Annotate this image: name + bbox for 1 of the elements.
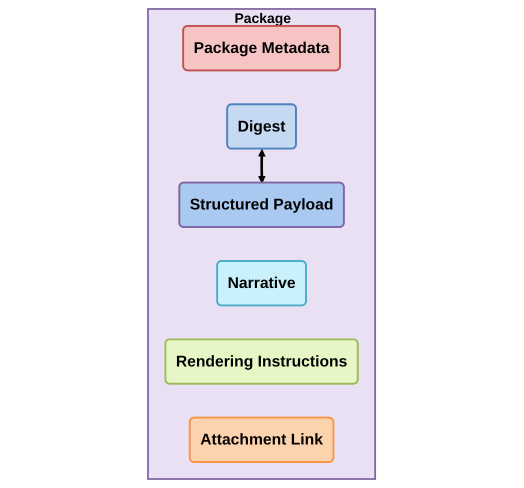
arrow xyxy=(258,149,266,184)
